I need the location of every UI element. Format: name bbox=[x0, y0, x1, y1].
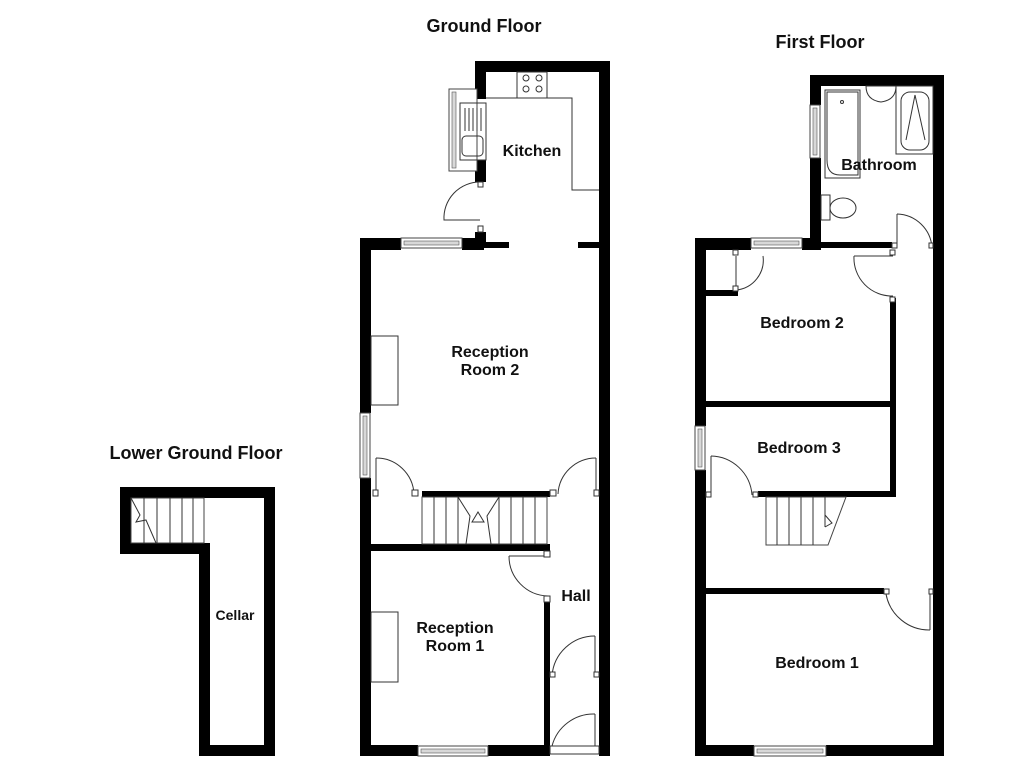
room-label-bathroom: Bathroom bbox=[841, 157, 917, 174]
floor-title-first: First Floor bbox=[775, 32, 865, 52]
room-label-hall: Hall bbox=[561, 588, 591, 605]
room-label-line: Reception bbox=[416, 620, 494, 637]
lower-ground-floor-plan bbox=[120, 487, 275, 756]
first-floor-plan bbox=[694, 75, 944, 757]
door-icon bbox=[883, 588, 934, 631]
stairs-icon bbox=[130, 497, 205, 544]
window-icon bbox=[753, 745, 827, 757]
window-icon bbox=[694, 425, 706, 471]
window-icon bbox=[359, 412, 371, 479]
room-label-bedroom-2: Bedroom 2 bbox=[760, 315, 844, 332]
shower-tray-icon bbox=[895, 85, 934, 155]
door-icon bbox=[705, 455, 759, 498]
door-icon bbox=[732, 249, 764, 292]
sink-icon bbox=[459, 102, 487, 161]
chimney-breast bbox=[370, 611, 399, 683]
room-label-line: Room 2 bbox=[460, 361, 520, 379]
door-icon bbox=[372, 457, 419, 497]
stairs-icon bbox=[765, 496, 847, 546]
window-icon bbox=[400, 237, 463, 249]
room-label-bedroom-3: Bedroom 3 bbox=[757, 440, 841, 457]
door-icon bbox=[549, 635, 600, 678]
room-label-reception-room-1: Reception Room 1 bbox=[395, 620, 515, 655]
room-label-kitchen: Kitchen bbox=[502, 143, 562, 160]
door-icon bbox=[891, 213, 934, 249]
door-icon bbox=[549, 457, 600, 497]
door-icon bbox=[443, 181, 484, 233]
kitchen-worktop bbox=[459, 71, 599, 191]
basin-icon bbox=[865, 85, 897, 103]
door-icon bbox=[508, 550, 551, 603]
room-label-bedroom-1: Bedroom 1 bbox=[775, 655, 859, 672]
ground-floor-plan bbox=[359, 61, 610, 757]
room-label-line: Room 1 bbox=[425, 637, 485, 655]
front-door-icon bbox=[549, 713, 600, 755]
window-icon bbox=[750, 237, 803, 249]
room-label-line: Reception bbox=[451, 344, 529, 361]
room-label-cellar: Cellar bbox=[215, 607, 255, 623]
floor-title-ground: Ground Floor bbox=[426, 16, 542, 36]
window-icon bbox=[417, 745, 489, 757]
bath-icon bbox=[824, 89, 861, 179]
floor-title-lower-ground: Lower Ground Floor bbox=[109, 443, 283, 463]
stairs-icon bbox=[421, 496, 548, 545]
door-icon bbox=[853, 249, 896, 303]
hob-icon bbox=[516, 71, 548, 99]
room-label-reception-room-2: Reception Room 2 bbox=[430, 344, 550, 379]
toilet-icon bbox=[820, 194, 857, 221]
chimney-breast bbox=[370, 335, 399, 406]
window-icon bbox=[809, 104, 821, 159]
